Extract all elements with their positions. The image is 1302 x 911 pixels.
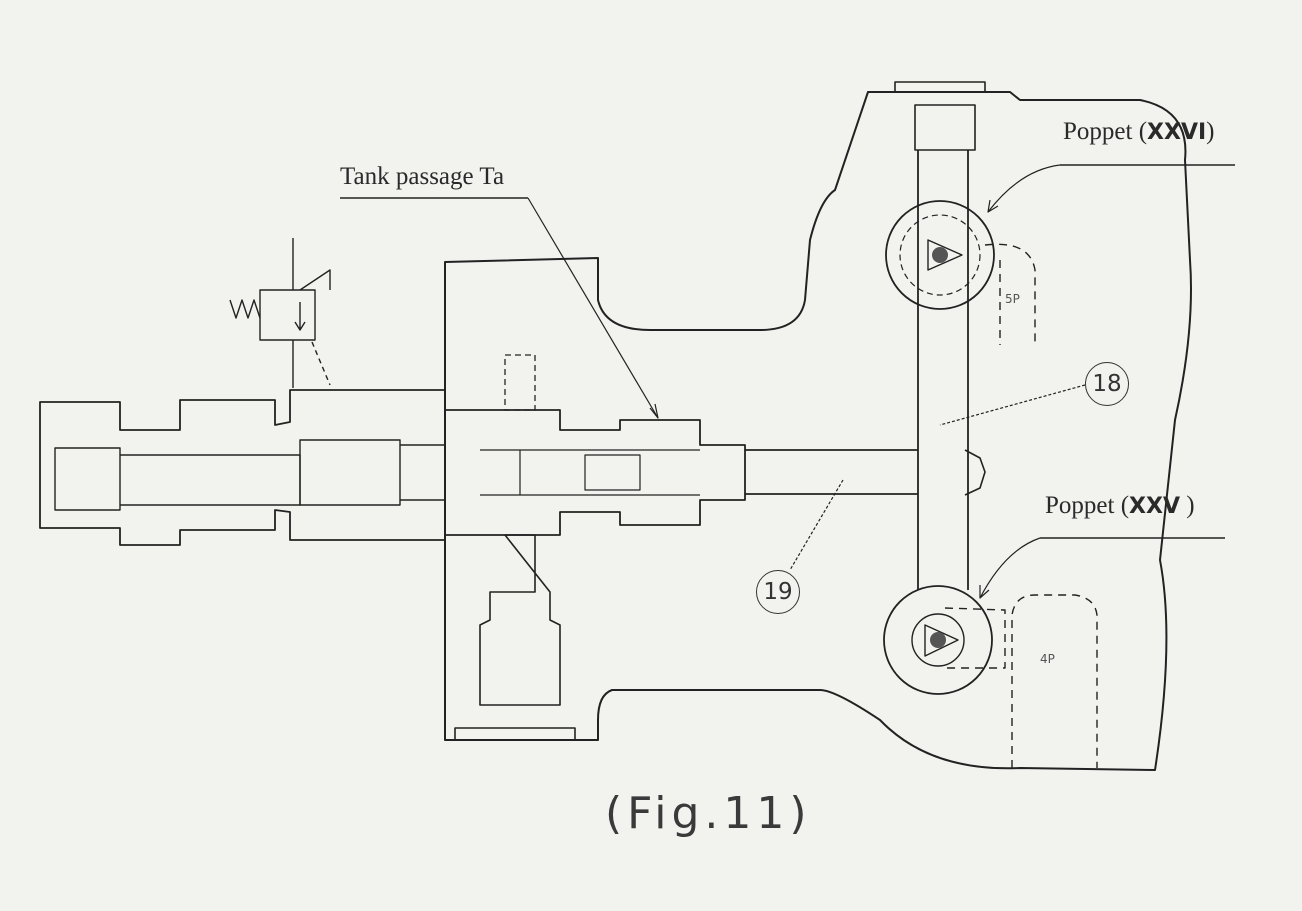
ref-19-leader: [789, 479, 844, 571]
bottom-plug: [479, 534, 561, 706]
passage-18: [917, 150, 969, 590]
tank-passage-leader: [527, 197, 659, 419]
poppet-xxv-leader: [979, 537, 1041, 599]
port-4p-outline: [944, 594, 1098, 768]
poppet-xxv-prefix: Poppet (: [1045, 492, 1130, 519]
poppet-xxv-id: XXV: [1129, 494, 1180, 519]
tank-passage-label: Tank passage Ta: [340, 163, 504, 191]
ref-number-18: 18: [1085, 362, 1129, 406]
tank-passage-text: Tank passage Ta: [340, 163, 505, 190]
top-plug: [504, 354, 536, 411]
poppet-xxvi-leader: [987, 164, 1061, 213]
poppet-xxv-suffix: ): [1179, 492, 1195, 519]
relief-valve-fitting: [39, 389, 446, 546]
passage-19: [745, 449, 918, 495]
upper-plug: [894, 81, 986, 151]
cross-hole: [964, 449, 986, 496]
poppet-xxv-seat: [883, 585, 993, 695]
port-5p-outline: [984, 243, 1036, 345]
poppet-xxvi-suffix: ): [1206, 118, 1215, 145]
port-4p-label: 4P: [1040, 652, 1055, 666]
ref-number-19-text: 19: [763, 579, 793, 605]
ref-number-19: 19: [756, 570, 800, 614]
poppet-xxvi-prefix: Poppet (: [1063, 118, 1148, 145]
ref-number-18-text: 18: [1092, 371, 1122, 397]
relief-valve-symbol: [229, 238, 331, 388]
port-5p-label: 5P: [1005, 292, 1020, 306]
poppet-xxvi-seat: [885, 200, 995, 310]
ref-18-leader: [939, 384, 1086, 426]
figure-caption: (Fig.11): [605, 788, 812, 839]
spool: [445, 409, 746, 536]
poppet-xxvi-label: Poppet (XXVI): [1063, 118, 1215, 146]
valve-body-outline: [444, 91, 1192, 771]
poppet-xxv-label: Poppet (XXV ): [1045, 492, 1195, 520]
poppet-xxvi-id: XXVI: [1147, 120, 1207, 145]
